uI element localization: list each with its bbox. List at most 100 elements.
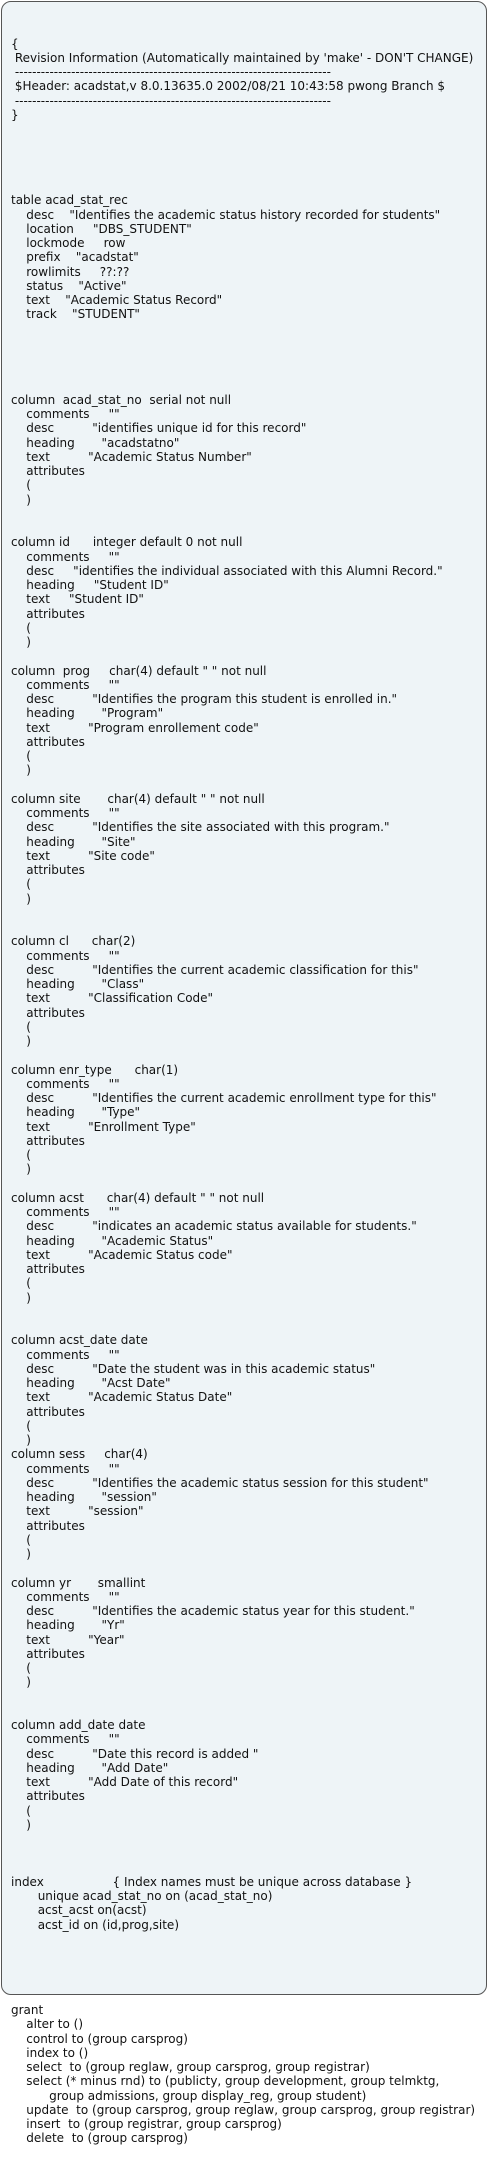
index-line: unique acad_stat_no on (acad_stat_no) <box>11 1889 273 1903</box>
column-block: column site char(4) default " " not null… <box>11 792 475 906</box>
spacer <box>11 649 475 663</box>
spacer <box>11 507 475 521</box>
column-line: ( <box>11 1019 31 1034</box>
table-definition: table acad_stat_rec desc "Identifies the… <box>11 193 475 321</box>
column-line: attributes <box>11 464 85 478</box>
column-line: ( <box>11 877 31 892</box>
column-line: column yr smallint <box>11 1575 146 1590</box>
grant-line: index to () <box>11 2045 89 2060</box>
column-line: column acst_date date <box>11 1333 148 1348</box>
column-line: column sess char(4) <box>11 1447 148 1462</box>
table-line: table acad_stat_rec <box>11 193 128 208</box>
column-definitions: column acad_stat_no serial not null comm… <box>11 393 475 1847</box>
column-line: text "Add Date of this record" <box>11 1775 239 1789</box>
header-line: { <box>11 36 19 51</box>
spacer <box>11 1048 475 1062</box>
column-line: column prog char(4) default " " not null <box>11 663 267 678</box>
column-line: ( <box>11 478 31 493</box>
spacer <box>11 1690 475 1704</box>
column-line: ) <box>11 1547 31 1561</box>
revision-header: { Revision Information (Automatically ma… <box>11 37 475 123</box>
column-line: text "Classification Code" <box>11 991 214 1006</box>
column-line: comments "" <box>11 677 120 692</box>
column-line: ( <box>11 1532 31 1547</box>
column-line: attributes <box>11 1518 85 1533</box>
column-line: attributes <box>11 1005 85 1020</box>
column-line: attributes <box>11 863 85 877</box>
column-line: attributes <box>11 1262 85 1276</box>
column-line: heading "Type" <box>11 1105 141 1120</box>
column-line: ) <box>11 1162 31 1177</box>
spacer <box>11 778 475 792</box>
column-line: ) <box>11 1675 31 1690</box>
table-line: status "Active" <box>11 278 127 293</box>
column-line: desc "identifies unique id for this reco… <box>11 421 307 436</box>
column-line: column enr_type char(1) <box>11 1062 179 1077</box>
grant-line: insert to (group registrar, group carspr… <box>11 2117 282 2131</box>
column-line: heading "Site" <box>11 834 136 849</box>
column-line: text "Academic Status Number" <box>11 449 252 464</box>
column-line: attributes <box>11 1646 85 1661</box>
column-line: desc "indicates an academic status avail… <box>11 1219 417 1234</box>
grant-line: select (* minus rnd) to (publicty, group… <box>11 2074 440 2089</box>
column-line: column site char(4) default " " not null <box>11 791 265 806</box>
column-line: ( <box>11 620 31 635</box>
grant-line: alter to () <box>11 2017 84 2032</box>
table-line: track "STUDENT" <box>11 307 140 322</box>
grant-line: grant <box>11 2003 44 2017</box>
column-line: attributes <box>11 734 85 749</box>
column-line: heading "Add Date" <box>11 1760 169 1775</box>
index-definition: index { Index names must be unique acros… <box>11 1875 475 1932</box>
column-block: column acst char(4) default " " not null… <box>11 1191 475 1305</box>
column-line: desc "Identifies the site associated wit… <box>11 820 390 835</box>
column-line: comments "" <box>11 1461 120 1476</box>
column-line: desc "Date the student was in this acade… <box>11 1361 376 1376</box>
grant-line: control to (group carsprog) <box>11 2031 188 2046</box>
column-line: comments "" <box>11 1076 120 1091</box>
column-block: column acad_stat_no serial not null comm… <box>11 393 475 507</box>
grant-line: select to (group reglaw, group carsprog,… <box>11 2060 370 2074</box>
column-block: column id integer default 0 not null com… <box>11 535 475 649</box>
spacer <box>11 1177 475 1191</box>
spacer <box>11 920 475 934</box>
column-line: ) <box>11 492 31 507</box>
column-line: attributes <box>11 1133 85 1148</box>
column-line: comments "" <box>11 1347 120 1362</box>
table-line: location "DBS_STUDENT" <box>11 221 192 236</box>
column-block: column acst_date date comments "" desc "… <box>11 1333 475 1447</box>
column-line: text "Enrollment Type" <box>11 1119 196 1134</box>
column-line: heading "Acst Date" <box>11 1376 171 1390</box>
column-line: text "Site code" <box>11 848 155 863</box>
column-line: column acst char(4) default " " not null <box>11 1190 265 1205</box>
header-line: Revision Information (Automatically main… <box>11 50 474 65</box>
spacer <box>11 1305 475 1319</box>
table-line: rowlimits ??:?? <box>11 264 130 279</box>
column-line: desc "Identifies the current academic cl… <box>11 962 419 977</box>
column-block: column sess char(4) comments "" desc "Id… <box>11 1447 475 1561</box>
grant-line: update to (group carsprog, group reglaw,… <box>11 2102 476 2117</box>
column-line: attributes <box>11 1404 85 1419</box>
column-line: comments "" <box>11 549 120 564</box>
document-frame: { Revision Information (Automatically ma… <box>1 1 487 2145</box>
grant-line: delete to (group carsprog) <box>11 2131 188 2146</box>
column-block: column add_date date comments "" desc "D… <box>11 1718 475 1832</box>
table-line: text "Academic Status Record" <box>11 293 223 307</box>
header-line: ----------------------------------------… <box>11 65 331 79</box>
column-line: desc "Identifies the current academic en… <box>11 1091 437 1105</box>
column-line: ) <box>11 635 31 649</box>
column-line: heading "Program" <box>11 706 164 721</box>
column-line: column acad_stat_no serial not null <box>11 392 232 407</box>
column-line: text "Academic Status Date" <box>11 1390 233 1405</box>
column-line: ) <box>11 1817 31 1832</box>
index-line: acst_id on (id,prog,site) <box>11 1917 179 1932</box>
column-line: attributes <box>11 606 85 621</box>
column-line: heading "Yr" <box>11 1618 125 1633</box>
column-line: ) <box>11 763 31 778</box>
column-line: heading "acadstatno" <box>11 435 180 450</box>
column-line: ( <box>11 1661 31 1675</box>
column-line: attributes <box>11 1789 85 1804</box>
spacer <box>11 1832 475 1846</box>
spacer <box>11 906 475 920</box>
column-line: text "Program enrollement code" <box>11 720 259 735</box>
spacer <box>11 521 475 535</box>
